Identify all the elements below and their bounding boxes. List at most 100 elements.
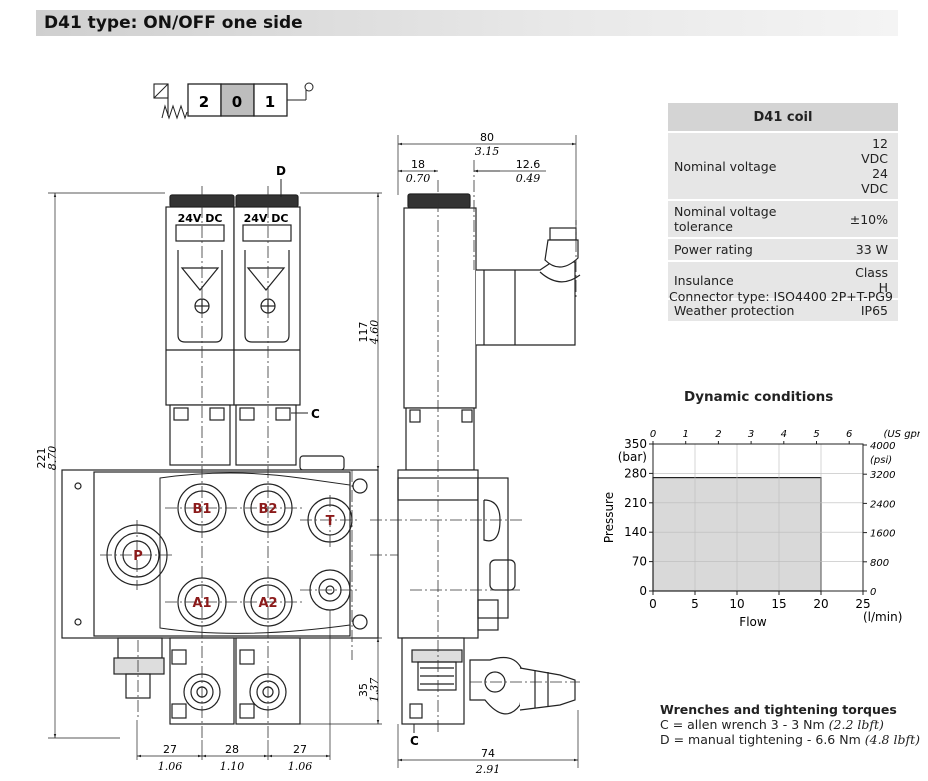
front-view <box>61 194 379 725</box>
dim-12-6-in: 0.49 <box>516 172 541 185</box>
dim-12-6: 12.6 <box>516 158 541 171</box>
spec-label: Nominal voltage tolerance <box>668 201 836 237</box>
spec-value-line: 24 VDC <box>861 166 888 196</box>
y-tick-label: 280 <box>624 466 647 480</box>
dim-80: 80 <box>480 131 494 144</box>
y-right-tick-label: 3200 <box>870 470 895 481</box>
x-axis-label: Flow <box>739 615 767 629</box>
coil-label-left: 24V DC <box>178 212 223 225</box>
y-right-tick-label: 800 <box>870 558 889 569</box>
wrenches-heading: Wrenches and tightening torques <box>660 702 897 717</box>
x-unit-label: (l/min) <box>863 610 902 624</box>
spec-value: IP65 <box>835 300 898 321</box>
table-row: Nominal voltage tolerance ±10% <box>668 201 898 237</box>
valve-drawing: 2 0 1 <box>35 82 581 776</box>
x-tick-label: 10 <box>729 597 744 611</box>
wrench-c-line: C = allen wrench 3 - 3 Nm (2.2 lbft) <box>660 717 920 732</box>
wrenches-info: Wrenches and tightening torques C = alle… <box>660 702 920 747</box>
y-right-tick-label: 2400 <box>870 499 895 510</box>
connector-type: Connector type: ISO4400 2P+T-PG9 <box>669 289 893 304</box>
callout-c-side: C <box>410 734 419 748</box>
valve-schematic-symbol: 2 0 1 <box>153 82 314 120</box>
dim-35-in: 1.37 <box>368 678 381 703</box>
side-view-centerlines <box>370 160 580 735</box>
x-tick-label: 0 <box>649 597 657 611</box>
y-right-tick-label: 4000 <box>870 441 895 452</box>
x-top-tick-label: 6 <box>846 429 852 440</box>
y-tick-label: 70 <box>632 555 647 569</box>
dim-27-right-in: 1.06 <box>288 760 313 773</box>
port-a1-label: A1 <box>192 596 211 611</box>
wrench-c-text: C = allen wrench 3 - 3 Nm <box>660 717 825 732</box>
dim-74-in: 2.91 <box>475 763 501 776</box>
dim-18: 18 <box>411 158 425 171</box>
schematic-position-2: 2 <box>199 93 209 111</box>
table-row: Power rating 33 W <box>668 239 898 260</box>
wrench-c-imperial: (2.2 lbft) <box>828 717 884 732</box>
x-tick-label: 20 <box>813 597 828 611</box>
spec-value: ±10% <box>835 201 898 237</box>
table-row: Nominal voltage 12 VDC 24 VDC <box>668 133 898 199</box>
x-top-tick-label: 4 <box>781 429 787 440</box>
y-right-tick-label: 0 <box>870 587 876 598</box>
x-top-tick-label: 3 <box>748 429 754 440</box>
y-tick-label: 210 <box>624 496 647 510</box>
schematic-position-0: 0 <box>232 93 242 111</box>
port-t-label: T <box>326 514 335 529</box>
dim-18-in: 0.70 <box>406 172 431 185</box>
dim-28: 28 <box>225 743 239 756</box>
dim-74: 74 <box>481 747 495 760</box>
plot-frame <box>652 443 864 592</box>
port-labels: B1 B2 T P A1 A2 <box>133 502 334 611</box>
title-bar: D41 type: ON/OFF one side <box>36 10 898 36</box>
front-view-centerlines <box>100 186 360 740</box>
dim-221-in: 8.70 <box>46 446 59 471</box>
spec-value: Class H <box>835 262 898 298</box>
wrench-d-imperial: (4.8 lbft) <box>864 732 920 747</box>
front-dimensions <box>48 192 382 760</box>
y-unit-label: (bar) <box>618 450 647 464</box>
spec-label: Weather protection <box>668 300 836 321</box>
spec-label: Power rating <box>668 239 836 260</box>
y-right-tick-label: 1600 <box>870 529 895 540</box>
callout-d: D <box>276 164 286 178</box>
side-dimensions <box>397 135 579 768</box>
x-top-tick-label: 5 <box>813 429 819 440</box>
callout-c: C <box>311 407 320 421</box>
dim-117: 117 <box>357 322 370 343</box>
wrench-d-text: D = manual tightening - 6.6 Nm <box>660 732 861 747</box>
x-tick-label: 5 <box>691 597 699 611</box>
spec-value-line: 12 VDC <box>861 136 888 166</box>
port-b1-label: B1 <box>193 502 212 517</box>
side-view <box>397 193 581 725</box>
table-row: Weather protection IP65 <box>668 300 898 321</box>
port-a2-label: A2 <box>258 596 277 611</box>
dim-221: 221 <box>35 448 48 469</box>
spec-label: Nominal voltage <box>668 133 836 199</box>
coil-table-header-row: D41 coil <box>668 103 898 131</box>
dim-28-in: 1.10 <box>220 760 245 773</box>
page-title: D41 type: ON/OFF one side <box>44 13 303 33</box>
y-tick-label: 0 <box>639 584 647 598</box>
x-tick-label: 25 <box>855 597 870 611</box>
x-top-unit-label: (US gpm) <box>883 429 920 440</box>
dim-80-in: 3.15 <box>475 145 500 158</box>
port-b2-label: B2 <box>259 502 278 517</box>
y-tick-label: 140 <box>624 525 647 539</box>
x-tick-label: 15 <box>771 597 786 611</box>
dim-27-right: 27 <box>293 743 307 756</box>
coil-label-right: 24V DC <box>244 212 289 225</box>
x-top-tick-label: 0 <box>650 429 656 440</box>
dim-35: 35 <box>357 683 370 697</box>
table-row: Insulance Class H <box>668 262 898 298</box>
coil-spec-table: D41 coil Nominal voltage 12 VDC 24 VDC N… <box>668 101 898 323</box>
dim-117-in: 4.60 <box>368 320 381 346</box>
wrench-d-line: D = manual tightening - 6.6 Nm (4.8 lbft… <box>660 732 920 747</box>
chart-title: Dynamic conditions <box>684 389 834 405</box>
x-top-tick-label: 2 <box>715 429 721 440</box>
spec-value: 12 VDC 24 VDC <box>835 133 898 199</box>
spec-value: 33 W <box>835 239 898 260</box>
y-right-unit-label: (psi) <box>870 455 892 466</box>
x-top-tick-label: 1 <box>683 429 689 440</box>
